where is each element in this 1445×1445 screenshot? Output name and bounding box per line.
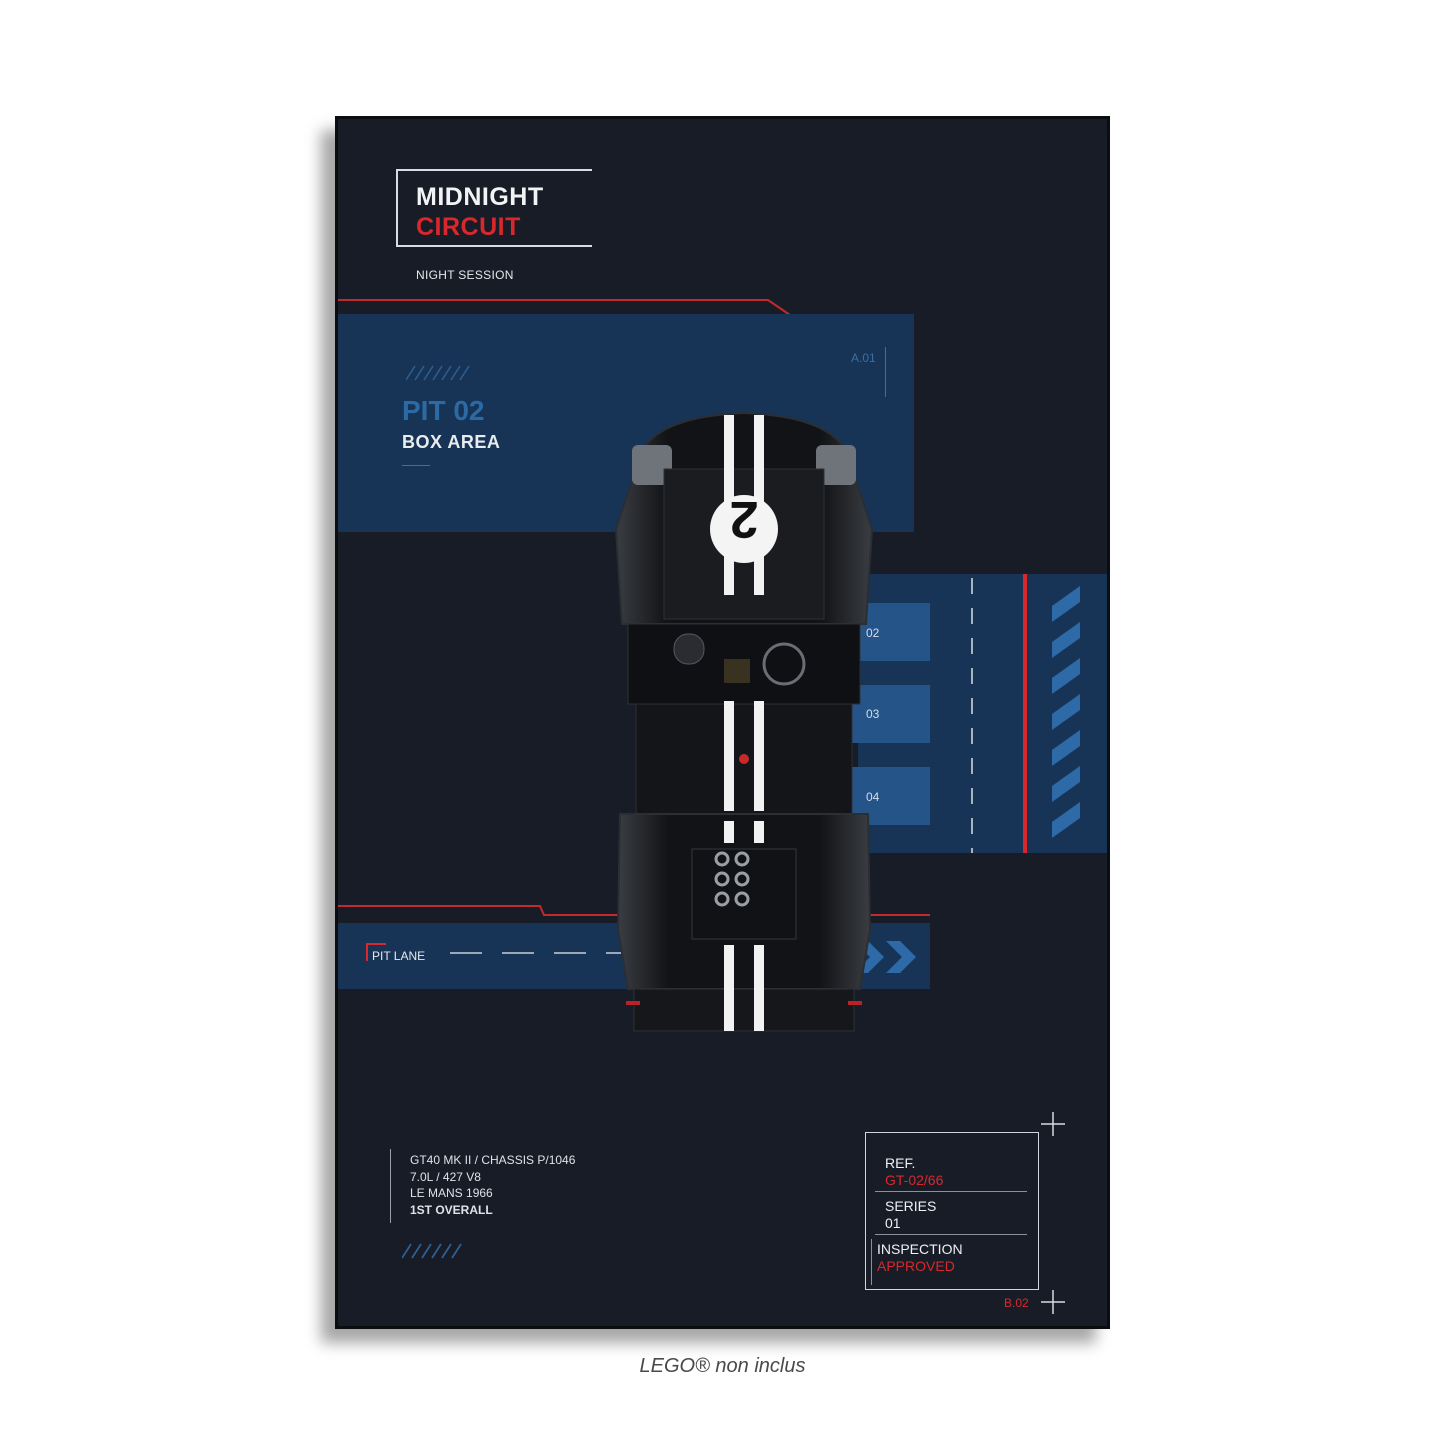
poster: MIDNIGHT CIRCUIT NIGHT SESSION PIT 02 BO… [335,116,1110,1329]
slot-03 [852,685,930,743]
ref-divider-1 [875,1191,1027,1192]
spec-line-4: 1ST OVERALL [410,1203,493,1217]
pit-name: PIT 02 [402,395,485,426]
slot-label-02: 02 [866,626,880,640]
pit-lane-marker-h [366,943,386,945]
title-line-2: CIRCUIT [416,213,521,241]
title-frame [396,169,592,247]
spec-line-1: GT40 MK II / CHASSIS P/1046 [410,1153,576,1167]
crosshair-icon-bottom [1041,1290,1065,1314]
pit-lane-dashes [450,952,648,954]
car-number: 2 [729,490,759,548]
pit-area: BOX AREA [402,432,501,452]
slot-label-04: 04 [866,790,880,804]
lane-hatch [1052,586,1080,838]
red-rule-top [338,299,791,316]
corner-code: B.02 [1004,1296,1029,1310]
race-car-top-view [614,411,874,1032]
spec-rule [390,1149,391,1223]
inspection-rule [871,1239,872,1285]
red-lane-line [1023,574,1027,853]
ref-divider-2 [875,1234,1027,1235]
spec-line-3: LE MANS 1966 [410,1186,493,1200]
slot-label-03: 03 [866,707,880,721]
title-line-1: MIDNIGHT [416,183,544,211]
pit-lane-label: PIT LANE [372,949,426,963]
pit-code: A.01 [851,351,876,365]
series-label: SERIES [885,1198,937,1214]
caption: LEGO® non inclus [639,1355,806,1377]
pit-underline [402,465,430,466]
reference-box [865,1132,1039,1290]
pit-lane-marker-v [366,943,368,961]
pit-code-rule [885,347,886,397]
ref-label: REF. [885,1155,916,1171]
hatch-mark-bottom [402,1243,462,1259]
series-value: 01 [885,1215,901,1231]
inspection-value: APPROVED [877,1258,955,1274]
crosshair-icon-top [1041,1112,1065,1136]
ref-value: GT-02/66 [885,1172,944,1188]
dashed-lane-line [971,578,973,853]
chevron-arrows-icon [854,941,916,973]
hatch-mark-top [406,365,470,381]
spec-line-2: 7.0L / 427 V8 [410,1170,481,1184]
inspection-label: INSPECTION [877,1241,963,1257]
subtitle: NIGHT SESSION [416,268,514,282]
